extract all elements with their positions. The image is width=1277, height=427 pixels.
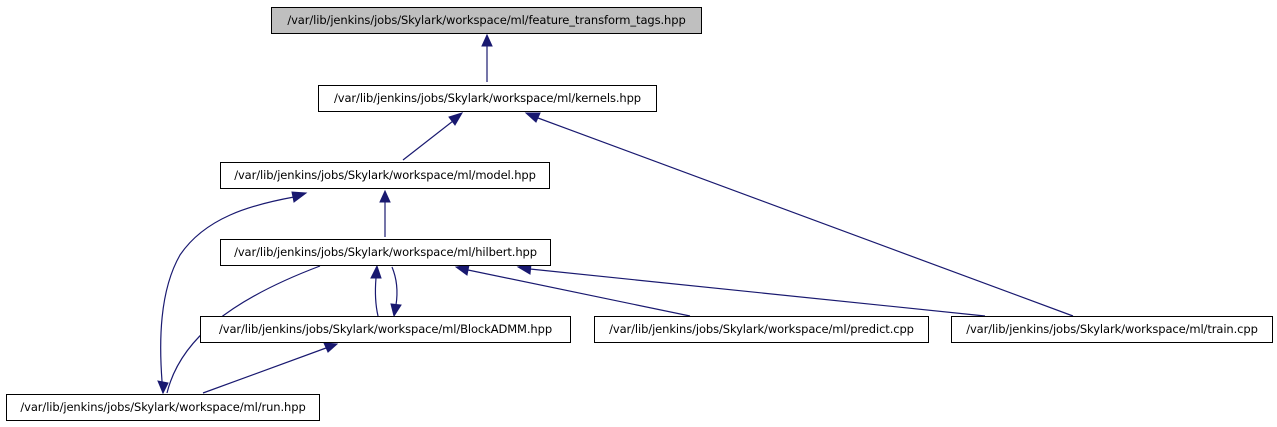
arrowhead-hilbert-from-predict (454, 264, 470, 276)
edge-run-to-blockadmm (202, 347, 327, 394)
edge-hilbert-to-blockadmm (391, 266, 398, 306)
node-model[interactable]: /var/lib/jenkins/jobs/Skylark/workspace/… (220, 162, 550, 189)
arrowhead-blockadmm-from-run (323, 342, 339, 353)
arrowhead-kernels-from-model (448, 112, 464, 126)
arrowhead-model-from-run (291, 191, 308, 203)
node-feature-transform-tags: /var/lib/jenkins/jobs/Skylark/workspace/… (271, 7, 702, 34)
arrowhead-feature-transform-tags (481, 33, 493, 47)
edge-train-to-kernels (537, 117, 1074, 317)
edge-train-to-hilbert (529, 268, 986, 317)
edge-blockadmm-to-hilbert (374, 277, 379, 317)
edge-predict-to-hilbert (467, 269, 691, 317)
node-hilbert[interactable]: /var/lib/jenkins/jobs/Skylark/workspace/… (220, 239, 551, 266)
node-kernels[interactable]: /var/lib/jenkins/jobs/Skylark/workspace/… (318, 85, 657, 112)
arrowhead-hilbert-from-run (157, 380, 169, 395)
edge-model-to-kernels (402, 120, 454, 161)
node-predict[interactable]: /var/lib/jenkins/jobs/Skylark/workspace/… (594, 316, 929, 343)
node-blockadmm[interactable]: /var/lib/jenkins/jobs/Skylark/workspace/… (200, 316, 571, 343)
node-train[interactable]: /var/lib/jenkins/jobs/Skylark/workspace/… (951, 316, 1273, 343)
arrowhead-model-from-hilbert (379, 189, 391, 203)
node-run[interactable]: /var/lib/jenkins/jobs/Skylark/workspace/… (6, 394, 320, 421)
edge-run-to-model (160, 196, 295, 394)
arrowhead-kernels-from-train (524, 112, 541, 123)
arrowhead-hilbert-from-blockadmm (370, 264, 382, 279)
arrowhead-blockadmm-from-hilbert (390, 303, 402, 318)
